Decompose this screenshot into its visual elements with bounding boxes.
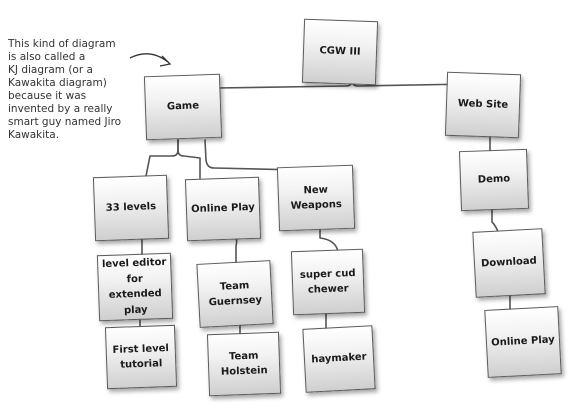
- node-new-weapons: New Weapons: [276, 164, 356, 232]
- node-first-level-tutorial: First level tutorial: [104, 324, 178, 390]
- connector-game-onlineplay: [177, 139, 201, 179]
- connector-game-weapons: [204, 139, 301, 181]
- node-game-label: Game: [166, 100, 200, 113]
- node-33-levels: 33 levels: [92, 174, 170, 242]
- node-demo: Demo: [458, 148, 530, 212]
- node-cgw-iii: CGW III: [301, 18, 379, 86]
- node-haymaker-label: haymaker: [311, 351, 367, 366]
- node-team-guernsey-label: Team Guernsey: [208, 279, 263, 309]
- node-demo-label: Demo: [477, 173, 511, 186]
- note-arrow: [129, 53, 169, 63]
- node-team-holstein: Team Holstein: [206, 331, 282, 397]
- node-online-play-web-label: Online Play: [490, 334, 556, 349]
- node-team-guernsey: Team Guernsey: [196, 260, 274, 328]
- node-online-play-label: Online Play: [191, 202, 255, 216]
- note-arrow-head: [159, 55, 172, 67]
- node-website: Web Site: [444, 71, 522, 139]
- node-download-label: Download: [480, 255, 538, 270]
- node-level-editor: level editor for extended play: [96, 252, 174, 322]
- node-33-levels-label: 33 levels: [105, 201, 157, 215]
- node-haymaker: haymaker: [302, 325, 376, 393]
- node-super-cud-chewer-label: super cud chewer: [299, 267, 356, 296]
- connector-game-levels: [145, 139, 179, 177]
- node-level-editor-label: level editor for extended play: [101, 256, 167, 316]
- node-download: Download: [472, 228, 546, 298]
- node-online-play-web: Online Play: [484, 306, 562, 378]
- node-online-play: Online Play: [184, 176, 262, 242]
- node-first-level-tutorial-label: First level tutorial: [112, 342, 170, 371]
- node-new-weapons-label: New Weapons: [290, 184, 343, 212]
- connector-weapons-supercud: [319, 227, 339, 253]
- node-super-cud-chewer: super cud chewer: [290, 248, 366, 316]
- node-website-label: Web Site: [457, 98, 509, 112]
- node-cgw-iii-label: CGW III: [319, 45, 361, 58]
- diagram-annotation: This kind of diagram is also called a KJ…: [8, 38, 122, 141]
- node-team-holstein-label: Team Holstein: [220, 349, 268, 378]
- node-game: Game: [143, 73, 223, 141]
